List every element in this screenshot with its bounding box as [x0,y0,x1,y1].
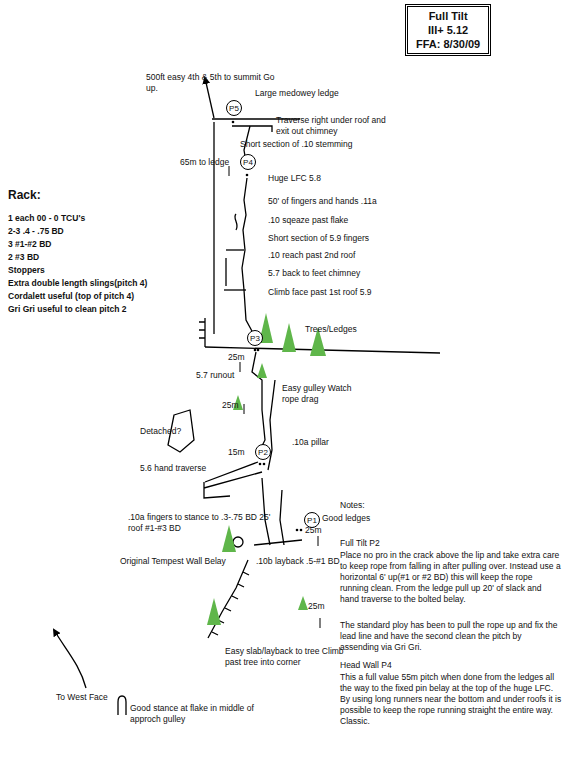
hand-traverse [205,462,258,482]
title-line: Full Tilt [416,9,480,23]
route-label: .10a fingers to stance to .3-.75 BD 25' … [128,512,278,534]
ledge-line [254,540,302,545]
route-label: 25m [222,400,239,411]
title-line: III+ 5.12 [416,23,480,37]
route-label: To West Face [56,692,108,703]
route-label: 5.7 back to feet chimney [268,268,360,279]
rack-item: Rack: [8,188,41,202]
pitch-number: P1 [307,516,317,525]
bolt [246,174,249,177]
route-label: Short section of .10 stemming [240,139,352,150]
route-label: 5.7 runout [196,370,234,381]
flake-symbol [118,696,126,715]
route-label: Climb face past 1st roof 5.9 [268,287,371,298]
route-label: 65m to ledge [180,157,229,168]
title-box: Full TiltIII+ 5.12FFA: 8/30/09 [405,4,491,56]
bolt [259,463,262,466]
bolt [296,529,299,532]
route-label: .10 reach past 2nd roof [268,250,355,261]
slab-hatching [212,572,249,635]
rack-item: Gri Gri useful to clean pitch 2 [8,304,127,315]
route-label: 5.6 hand traverse [140,463,206,474]
route-label: Good stance at flake in middle of approc… [130,703,265,725]
belay-circle: P4 [240,154,256,170]
route-label: Easy gulley Watch rope drag [282,383,364,405]
rock-lines [54,78,440,715]
tree [222,525,236,552]
trees [207,313,326,625]
roof-2 [226,249,244,250]
tick [318,536,319,546]
route-label: Notes: [340,500,365,511]
flake [235,214,237,230]
rack-item: 1 each 00 - 0 TCU's [8,213,85,224]
route-label: Original Tempest Wall Belay [120,556,226,567]
wall-edge [213,122,214,334]
route-label: Head Wall P4 [340,660,392,671]
tick [229,166,230,176]
chimney [225,258,226,286]
route-label: .10a pillar [292,437,329,448]
title-line: FFA: 8/30/09 [416,37,480,51]
crack-line [242,178,253,333]
tick [320,618,321,628]
pitch-number: P5 [229,104,239,113]
pitch-number: P4 [243,158,253,167]
west-face-arrow [54,630,86,688]
route-label: Full Tilt P2 [340,538,380,549]
route-label: Place no pro in the crack above the lip … [340,550,562,605]
rack-item: Cordalett useful (top of pitch 4) [8,291,134,302]
tick [240,362,241,372]
bolt [254,349,257,352]
belay-circle: P5 [226,100,242,116]
route-label: 25m [308,601,325,612]
route-label: The standard ploy has been to pull the r… [340,620,562,653]
belay-circle: P2 [255,444,271,460]
route-label: .10 sqeaze past flake [268,215,348,226]
route-label: Good ledges [322,513,370,524]
bolt [232,121,235,124]
bolt [263,463,266,466]
route-label: 25m [305,525,322,536]
route-label: .10b layback .5-#1 BD [256,556,340,567]
route-label: 50' of fingers and hands .11a [268,196,377,207]
belay-circle: P3 [247,330,263,346]
route-label: 15m [228,447,245,458]
route-label: This a full value 55m pitch when done fr… [340,672,562,727]
slab-line [208,560,248,638]
tree [282,323,296,352]
route-label: Easy slab/layback to tree Climb past tre… [225,646,350,668]
route-label: Short section of 5.9 fingers [268,233,369,244]
tree [298,596,308,610]
rack-item: 3 #1-#2 BD [8,239,51,250]
tick [244,404,245,414]
hatched-wall [199,318,205,347]
tree [207,598,221,625]
rack-item: Extra double length slings(pitch 4) [8,278,147,289]
crack-line [280,490,284,545]
bolt [300,529,303,532]
route-label: Huge LFC 5.8 [268,173,321,184]
summit-arrow [205,78,214,118]
belay-circle [233,537,243,547]
rack-item: 2 #3 BD [8,252,39,263]
pitch-number: P2 [258,448,268,457]
roof-1 [224,289,246,290]
tree [257,363,267,378]
rack-item: Stoppers [8,265,45,276]
bolt [257,349,260,352]
roof-line [204,472,262,498]
rack-item: 2-3 .4 - .75 BD [8,226,64,237]
gulley-line [252,352,265,446]
pitch-number: P3 [250,334,260,343]
route-label: Detached? [140,426,181,437]
route-label: Traverse right under roof and exit out c… [276,115,388,137]
route-label: Large medowey ledge [255,88,339,99]
roof-line [232,126,272,132]
crack-line [262,478,270,545]
route-label: Trees/Ledges [305,324,357,335]
route-label: 25m [228,352,245,363]
